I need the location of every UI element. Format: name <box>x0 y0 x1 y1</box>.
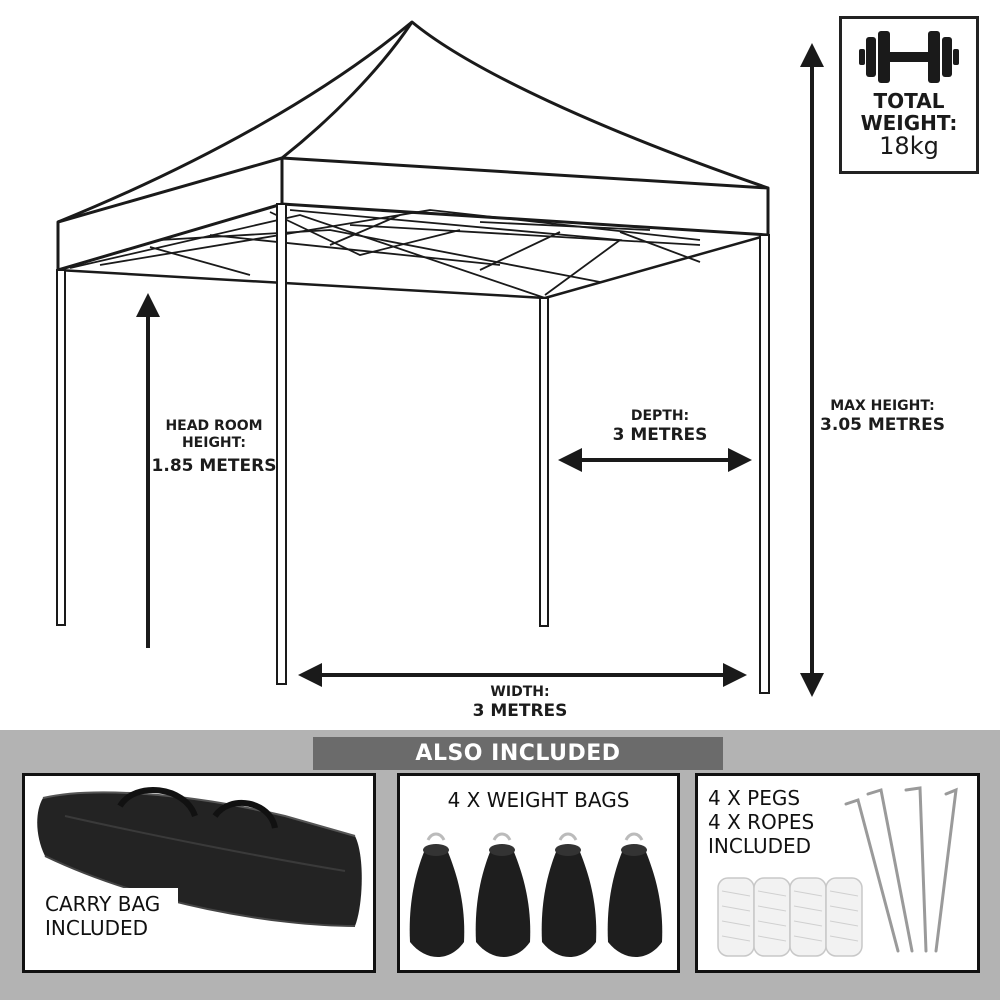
width-title: WIDTH: <box>490 684 550 700</box>
sandbag-icon <box>607 832 663 957</box>
sandbag-icon <box>409 832 465 957</box>
carry-bag-line-2: INCLUDED <box>45 916 149 940</box>
total-weight-title-2: WEIGHT: <box>860 110 958 135</box>
frame-legs <box>56 203 770 694</box>
carry-bag-icon <box>37 787 362 927</box>
total-weight-text: TOTAL WEIGHT: 18kg <box>842 89 976 161</box>
pegs-ropes-panel: 4 X PEGS 4 X ROPES INCLUDED <box>695 773 980 973</box>
also-included-section: ALSO INCLUDED CARRY BAG INCLUDED 4 X WEI… <box>0 730 1000 1000</box>
depth-value: 3 METRES <box>612 424 708 445</box>
width-value: 3 METRES <box>472 700 568 721</box>
pegs-line-2: 4 X ROPES <box>708 810 815 834</box>
total-weight-value: 18kg <box>879 132 939 161</box>
head-room-label: HEAD ROOM HEIGHT: 1.85 METERS <box>150 418 278 476</box>
rope-coil-icon <box>717 877 863 957</box>
sandbag-icon <box>541 832 597 957</box>
weight-bags-group <box>409 832 663 957</box>
depth-label: DEPTH: 3 METRES <box>590 408 730 445</box>
weight-bags-panel: 4 X WEIGHT BAGS <box>397 773 680 973</box>
also-included-banner: ALSO INCLUDED <box>313 737 723 770</box>
width-label: WIDTH: 3 METRES <box>460 684 580 721</box>
head-room-title-1: HEAD ROOM <box>165 418 263 434</box>
total-weight-box: TOTAL WEIGHT: 18kg <box>839 16 979 174</box>
head-room-value: 1.85 METERS <box>151 455 277 476</box>
depth-title: DEPTH: <box>630 408 690 424</box>
max-height-title: MAX HEIGHT: <box>830 398 935 414</box>
carry-bag-label: CARRY BAG INCLUDED <box>35 888 179 946</box>
pegs-line-1: 4 X PEGS <box>708 786 801 810</box>
head-room-title-2: HEIGHT: <box>181 434 247 451</box>
weight-bags-label: 4 X WEIGHT BAGS <box>400 788 677 812</box>
tent-peg-icon <box>844 786 958 953</box>
sandbag-icon <box>475 832 531 957</box>
pegs-line-3: INCLUDED <box>708 834 812 858</box>
pegs-ropes-illustration <box>717 786 958 957</box>
pegs-ropes-label: 4 X PEGS 4 X ROPES INCLUDED <box>708 786 815 858</box>
truss-frame <box>69 209 701 299</box>
max-height-label: MAX HEIGHT: 3.05 METRES <box>815 398 950 435</box>
carry-bag-line-1: CARRY BAG <box>45 892 161 916</box>
gazebo-diagram: HEAD ROOM HEIGHT: 1.85 METERS DEPTH: 3 M… <box>56 16 979 721</box>
max-height-value: 3.05 METRES <box>820 414 945 435</box>
total-weight-title-1: TOTAL <box>873 89 945 113</box>
carry-bag-panel: CARRY BAG INCLUDED <box>22 773 376 973</box>
dumbbell-icon <box>859 31 959 83</box>
gazebo-drawing <box>56 20 824 697</box>
